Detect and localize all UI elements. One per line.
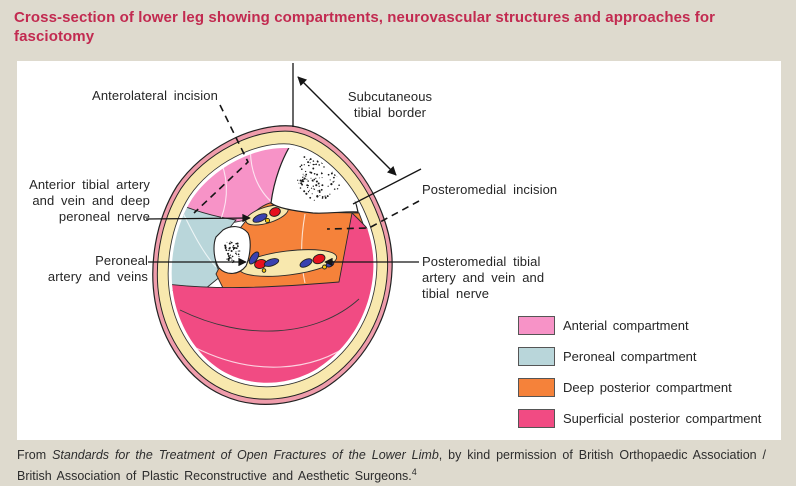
legend-item-anterior: Anterial compartment — [518, 316, 761, 335]
anterior-tibial-pointer-arrow — [145, 213, 251, 223]
peroneal-vein — [248, 251, 260, 265]
label-line: artery and vein and — [422, 270, 545, 285]
label-subcutaneous-tibial-border: Subcutaneous tibial border — [337, 89, 443, 121]
legend-item-deep-posterior: Deep posterior compartment — [518, 378, 761, 397]
label-peroneal-vessels: Peroneal artery and veins — [35, 253, 148, 285]
label-line: Peroneal — [95, 253, 148, 268]
legend-item-peroneal: Peroneal compartment — [518, 347, 761, 366]
posterior-tibial-vein — [299, 258, 313, 268]
label-posteromedial-incision: Posteromedial incision — [422, 182, 558, 197]
caption-rest: , by kind permission of British Orthopae… — [17, 448, 766, 484]
caption-prefix: From — [17, 448, 53, 462]
posterior-tibial-artery — [312, 253, 326, 265]
label-line: and vein and deep — [32, 193, 150, 208]
diagram-panel: Anterolateral incision Subcutaneous tibi… — [17, 61, 781, 440]
legend-label: Deep posterior compartment — [563, 380, 732, 395]
label-line: Posteromedial tibial — [422, 254, 541, 269]
anterior-tibial-vein — [252, 213, 268, 223]
soleus-septum-line — [179, 298, 360, 332]
leg-cross-section-illustration — [145, 63, 422, 405]
label-line: artery and veins — [47, 269, 148, 284]
subcutaneous-border-double-arrow — [297, 76, 397, 176]
figure-title: Cross-section of lower leg showing compa… — [14, 9, 716, 45]
compartment-legend: Anterial compartment Peroneal compartmen… — [518, 316, 761, 440]
anterolateral-incision-dashed-line — [193, 104, 249, 214]
label-line: Anterior tibial artery — [29, 177, 150, 192]
label-line: tibial border — [353, 105, 427, 120]
anterior-tibial-artery — [269, 207, 281, 217]
peroneal-nerve-dot — [261, 268, 267, 273]
legend-label: Peroneal compartment — [563, 349, 697, 364]
label-posterior-tibial-vessels: Posteromedial tibial artery and vein and… — [422, 254, 592, 302]
tibial-border-tangent-line — [352, 168, 422, 205]
legend-swatch-deep-posterior — [518, 378, 555, 397]
label-anterolateral-incision: Anterolateral incision — [92, 88, 218, 103]
peroneal-vein-2 — [263, 258, 280, 267]
legend-label: Superficial posterior compartment — [563, 411, 762, 426]
legend-item-superficial-posterior: Superficial posterior compartment — [518, 409, 761, 428]
legend-swatch-peroneal — [518, 347, 555, 366]
fibula-bone — [213, 226, 251, 274]
label-line: Subcutaneous — [347, 89, 433, 104]
tibial-nerve-dot — [322, 264, 327, 270]
label-line: peroneal nerve — [58, 209, 150, 224]
label-anterior-tibial-vessels: Anterior tibial artery and vein and deep… — [17, 177, 150, 225]
legend-label: Anterial compartment — [563, 318, 689, 333]
source-caption: From Standards for the Treatment of Open… — [17, 447, 766, 485]
legend-swatch-anterior — [518, 316, 555, 335]
posteromedial-incision-dashed-line — [326, 200, 420, 230]
legend-swatch-superficial-posterior — [518, 409, 555, 428]
deep-peroneal-nerve — [264, 217, 271, 224]
caption-reference-number: 4 — [411, 467, 417, 477]
label-line: tibial nerve — [422, 286, 490, 301]
fibula-stipple-texture — [224, 240, 241, 264]
caption-book-title: Standards for the Treatment of Open Frac… — [52, 448, 439, 462]
